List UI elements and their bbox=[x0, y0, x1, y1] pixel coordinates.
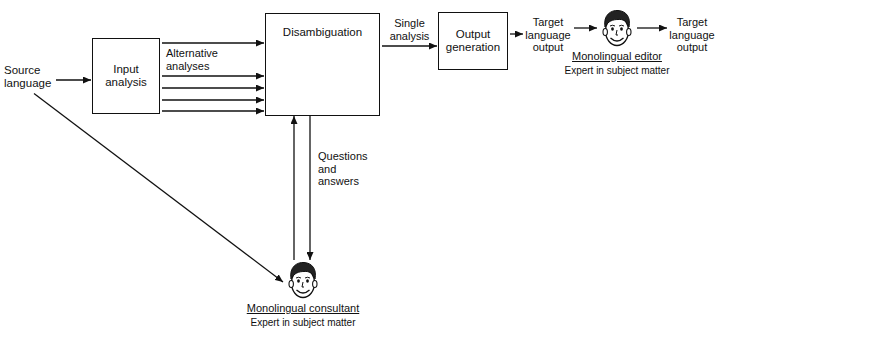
process-box: Output generation bbox=[438, 12, 508, 70]
flow-arrow bbox=[34, 93, 283, 282]
terminal-text: Target language output bbox=[668, 16, 716, 54]
node-title: Target language output bbox=[524, 16, 572, 54]
node-title: Target language output bbox=[668, 16, 716, 54]
face-smile bbox=[611, 38, 624, 41]
face-eye bbox=[306, 279, 309, 283]
face-smile bbox=[297, 290, 310, 293]
face-hair bbox=[291, 262, 316, 279]
person-icon bbox=[598, 8, 636, 48]
terminal-text: Target language output bbox=[524, 16, 572, 54]
person-figure: Monolingual editorExpert in subject matt… bbox=[552, 8, 682, 76]
flow-arrow bbox=[162, 42, 264, 43]
face-brow bbox=[296, 277, 310, 279]
node-title: Monolingual consultant bbox=[238, 302, 368, 315]
node-title: Source language bbox=[4, 64, 54, 90]
flow-arrow bbox=[574, 27, 597, 28]
face-hair bbox=[605, 10, 630, 27]
node-title: Disambiguation bbox=[283, 26, 362, 39]
flow-arrow bbox=[637, 27, 667, 28]
face-eye bbox=[297, 279, 300, 283]
edge-label: Single analysis bbox=[386, 17, 434, 42]
terminal-text: Source language bbox=[4, 64, 54, 90]
flow-arrow bbox=[510, 33, 523, 34]
face-nose bbox=[302, 282, 304, 287]
face-ear bbox=[313, 281, 317, 288]
face-eye bbox=[620, 27, 623, 31]
flow-arrow bbox=[162, 87, 264, 88]
face-ear bbox=[627, 29, 631, 36]
process-box: Disambiguation bbox=[265, 13, 380, 116]
flow-arrow bbox=[56, 79, 91, 80]
flow-arrow bbox=[382, 45, 437, 46]
flow-label: Alternative analyses bbox=[166, 47, 228, 72]
face-ear bbox=[289, 281, 293, 288]
person-icon bbox=[284, 260, 322, 300]
node-note: Expert in subject matter bbox=[552, 65, 682, 77]
node-title: Monolingual editor bbox=[552, 50, 682, 63]
edge-label: Questions and answers bbox=[318, 150, 372, 188]
face-eye bbox=[611, 27, 614, 31]
flow-arrow bbox=[162, 99, 264, 100]
flow-arrow bbox=[293, 116, 294, 260]
person-figure: Monolingual consultantExpert in subject … bbox=[238, 260, 368, 328]
node-note: Expert in subject matter bbox=[238, 317, 368, 329]
flow-arrow bbox=[309, 116, 310, 260]
flow-arrow bbox=[162, 110, 264, 111]
flow-arrow bbox=[162, 75, 264, 76]
face-nose bbox=[616, 30, 618, 35]
node-title: Output generation bbox=[442, 28, 504, 54]
face-ear bbox=[603, 29, 607, 36]
face-brow bbox=[610, 25, 624, 27]
node-title: Input analysis bbox=[96, 63, 156, 89]
process-box: Input analysis bbox=[92, 38, 160, 114]
